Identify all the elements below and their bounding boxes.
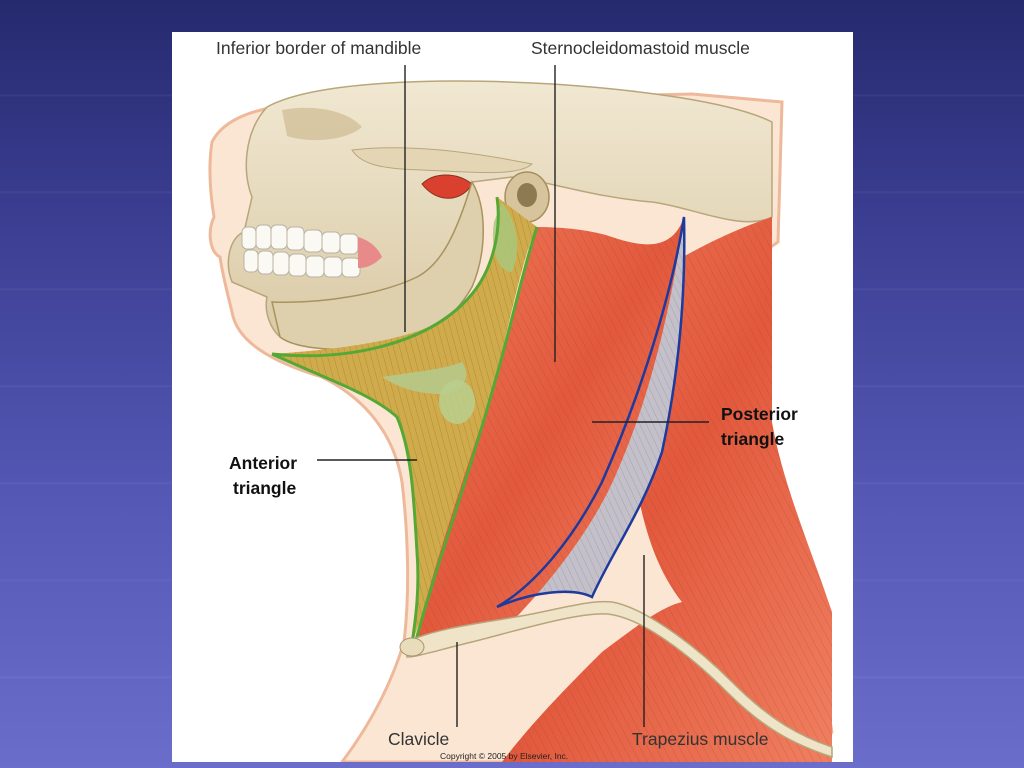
mandible: [271, 180, 484, 351]
clavicle-bone: [406, 600, 833, 759]
thyroid-gland: [439, 380, 475, 424]
copyright-notice: Copyright © 2005 by Elsevier, Inc.: [440, 751, 569, 761]
label-posterior-triangle: Posterior triangle: [721, 402, 798, 452]
ear-canal: [517, 183, 537, 207]
label-anterior-line2: triangle: [233, 478, 297, 498]
label-inferior-border-of-mandible: Inferior border of mandible: [216, 38, 422, 58]
label-anterior-line1: Anterior: [229, 453, 298, 473]
label-posterior-line2: triangle: [721, 429, 785, 449]
label-trapezius-muscle: Trapezius muscle: [632, 729, 769, 749]
orbit: [282, 107, 362, 141]
leader-lines: [317, 65, 709, 727]
posterior-triangle-outline: [496, 216, 686, 609]
anatomy-figure: Inferior border of mandible Sternocleido…: [172, 32, 853, 762]
label-posterior-line1: Posterior: [721, 404, 798, 424]
zygomatic-arch: [351, 147, 534, 174]
label-clavicle: Clavicle: [388, 729, 450, 749]
label-anterior-triangle: Anterior triangle: [229, 451, 297, 501]
label-sternocleidomastoid-muscle: Sternocleidomastoid muscle: [531, 38, 750, 58]
anterior-triangle-outline: [271, 196, 539, 645]
neck-triangles-illustration: [208, 65, 834, 762]
gum: [358, 237, 382, 268]
